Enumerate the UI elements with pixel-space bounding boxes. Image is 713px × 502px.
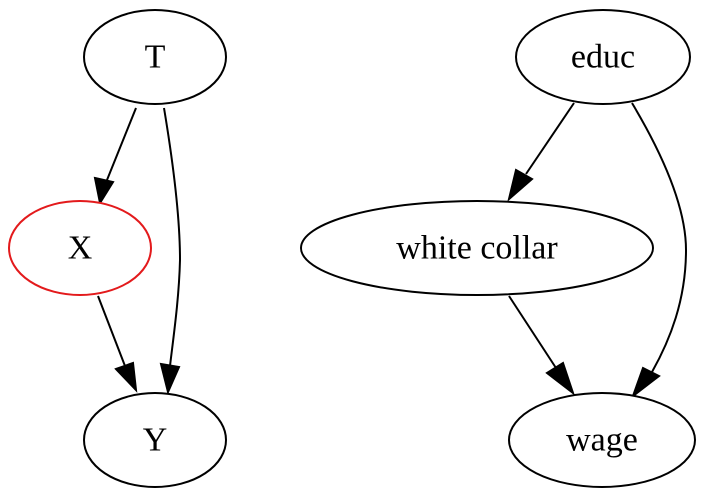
edge-line — [97, 295, 126, 367]
arrowhead — [545, 361, 575, 396]
graph-left: T X Y — [8, 9, 227, 488]
node-X: X — [8, 200, 152, 296]
node-label: X — [68, 230, 93, 267]
edge-educ-to-white-collar — [507, 102, 575, 202]
node-outline — [8, 200, 152, 296]
node-white-collar: white collar — [300, 200, 654, 296]
node-outline — [508, 392, 696, 488]
arrowhead — [114, 361, 138, 393]
node-outline — [83, 9, 227, 105]
node-Y: Y — [83, 392, 227, 488]
edge-line — [508, 295, 557, 369]
edge-line — [163, 107, 182, 367]
node-label: white collar — [396, 230, 558, 267]
node-T: T — [83, 9, 227, 105]
edge-T-to-X — [93, 107, 137, 206]
edge-white-collar-to-wage — [508, 295, 575, 396]
node-label: Y — [143, 422, 168, 459]
node-outline — [83, 392, 227, 488]
arrowhead — [159, 362, 181, 396]
node-label: T — [145, 39, 166, 76]
edge-line — [525, 102, 575, 175]
node-outline — [515, 9, 691, 105]
node-label: educ — [571, 39, 635, 76]
arrowhead — [630, 366, 661, 399]
arrowhead — [93, 176, 115, 206]
node-label: wage — [566, 422, 638, 459]
node-wage: wage — [508, 392, 696, 488]
edge-line — [631, 102, 688, 373]
node-outline — [300, 200, 654, 296]
arrowhead — [507, 168, 534, 202]
edge-T-to-Y — [159, 107, 182, 396]
edge-educ-to-wage — [630, 102, 688, 399]
graph-right: educ white collar wage — [300, 9, 696, 488]
edge-X-to-Y — [97, 295, 138, 393]
node-educ: educ — [515, 9, 691, 105]
edge-line — [106, 107, 137, 181]
